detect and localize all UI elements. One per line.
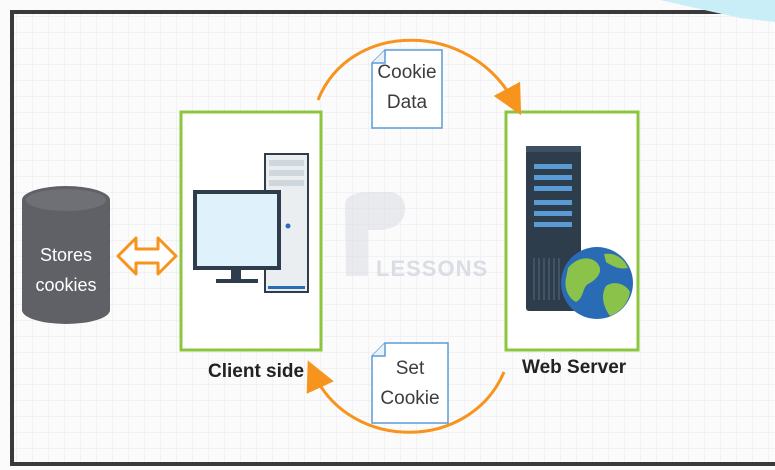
frame-border — [10, 10, 775, 466]
set-cookie-line2: Cookie — [380, 388, 440, 409]
database-cylinder-icon — [22, 186, 110, 324]
arrow-client-to-server — [316, 38, 522, 116]
set-cookie-note — [371, 342, 449, 424]
globe-icon — [561, 247, 633, 319]
server-caption: Web Server — [522, 357, 627, 378]
client-caption: Client side — [208, 361, 305, 382]
cookie-data-note — [371, 49, 443, 129]
set-cookie-line1: Set — [395, 358, 425, 379]
desktop-computer-icon — [193, 153, 309, 293]
cookie-data-line1: Cookie — [377, 62, 437, 83]
database-label-line1: Stores — [39, 245, 93, 265]
arrow-server-to-client — [306, 360, 506, 434]
corner-decoration — [660, 0, 775, 22]
watermark-text: LESSONS — [376, 256, 489, 281]
cookie-data-line2: Data — [386, 92, 428, 113]
double-arrow-icon — [116, 236, 178, 276]
database-label-line2: cookies — [35, 275, 97, 295]
watermark-logo — [345, 192, 406, 276]
